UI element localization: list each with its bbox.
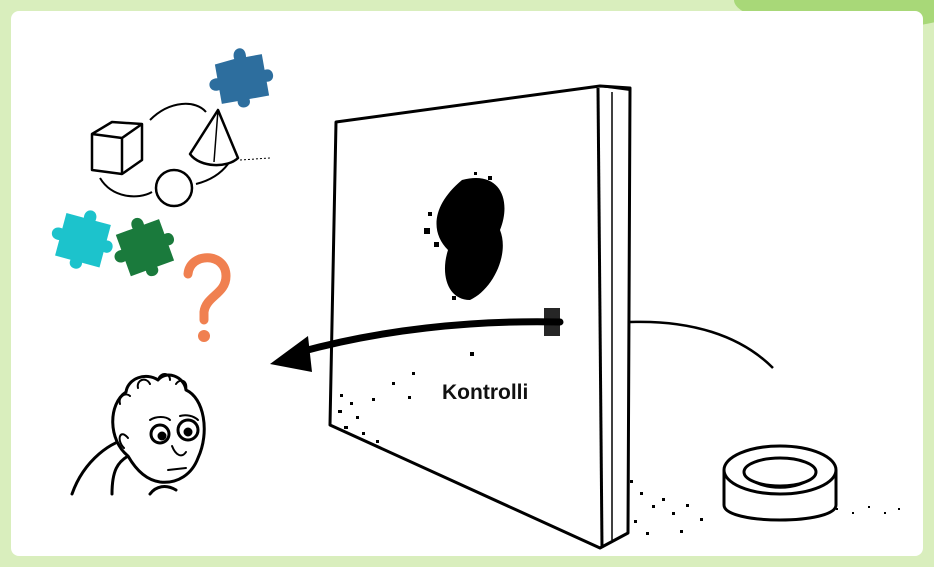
shapes-cube-cone-sphere <box>90 102 271 208</box>
wall-panel <box>328 84 632 550</box>
magnet-ring-icon <box>722 444 838 522</box>
puzzle-piece-icon <box>209 48 274 108</box>
control-label: Kontrolli <box>442 381 529 404</box>
puzzle-piece-icon <box>114 217 175 277</box>
field-line <box>629 320 774 369</box>
arrow-to-observer <box>270 308 564 372</box>
ground-speckles <box>338 372 900 535</box>
wall-shadow-spot <box>424 172 505 356</box>
puzzle-piece-icon <box>51 210 113 269</box>
worried-man-icon <box>70 373 206 496</box>
question-mark-icon <box>183 253 231 342</box>
